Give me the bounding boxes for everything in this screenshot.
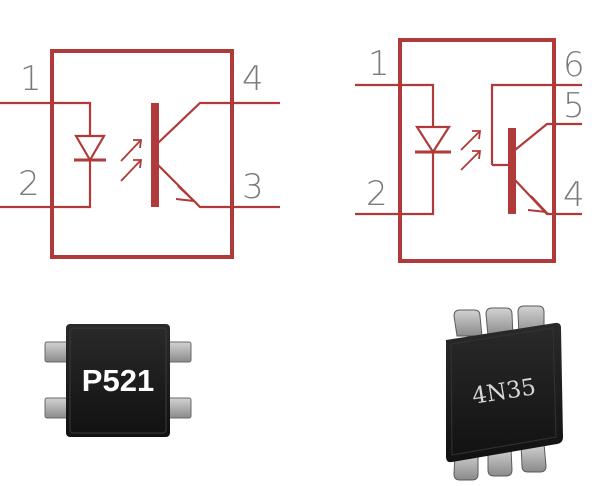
right-pin-labels: 1 2 6 5 4 [366,44,585,215]
phototransistor-icon [151,101,280,209]
left-package-outline [50,49,234,259]
left-pin2-wire [0,183,92,209]
right-pin-label-4: 4 [563,175,585,215]
p521-chip: P521 [44,324,192,437]
left-pin-label-1: 1 [20,59,42,99]
right-pin1-wire [355,83,435,115]
left-pin1-wire [0,101,92,127]
right-pin-label-6: 6 [563,45,585,85]
left-schematic [0,49,280,259]
phototransistor-icon [490,83,582,216]
light-arrows-icon [460,130,482,171]
right-schematic [355,38,582,263]
light-arrows-icon [120,139,143,182]
left-pin-label-4: 4 [242,59,264,99]
4n35-chip-bottom-leads [453,443,547,481]
right-base-wire [490,83,582,165]
p521-chip-body [66,324,170,437]
left-pin-label-3: 3 [242,167,264,207]
right-pin2-wire [355,190,435,216]
4n35-chip: 4N35 [446,305,563,481]
4n35-chip-body [446,322,563,463]
right-package-outline [398,38,556,263]
p521-chip-label: P521 [82,363,154,398]
4n35-chip-top-leads [453,305,545,337]
right-pin-label-2: 2 [366,174,388,214]
led-diode-icon [74,127,106,183]
right-pin-label-5: 5 [563,86,585,126]
right-pin-label-1: 1 [368,44,390,84]
left-pin-labels: 1 2 4 3 [18,59,264,207]
left-pin-label-2: 2 [18,164,40,204]
led-diode-icon [414,115,452,190]
